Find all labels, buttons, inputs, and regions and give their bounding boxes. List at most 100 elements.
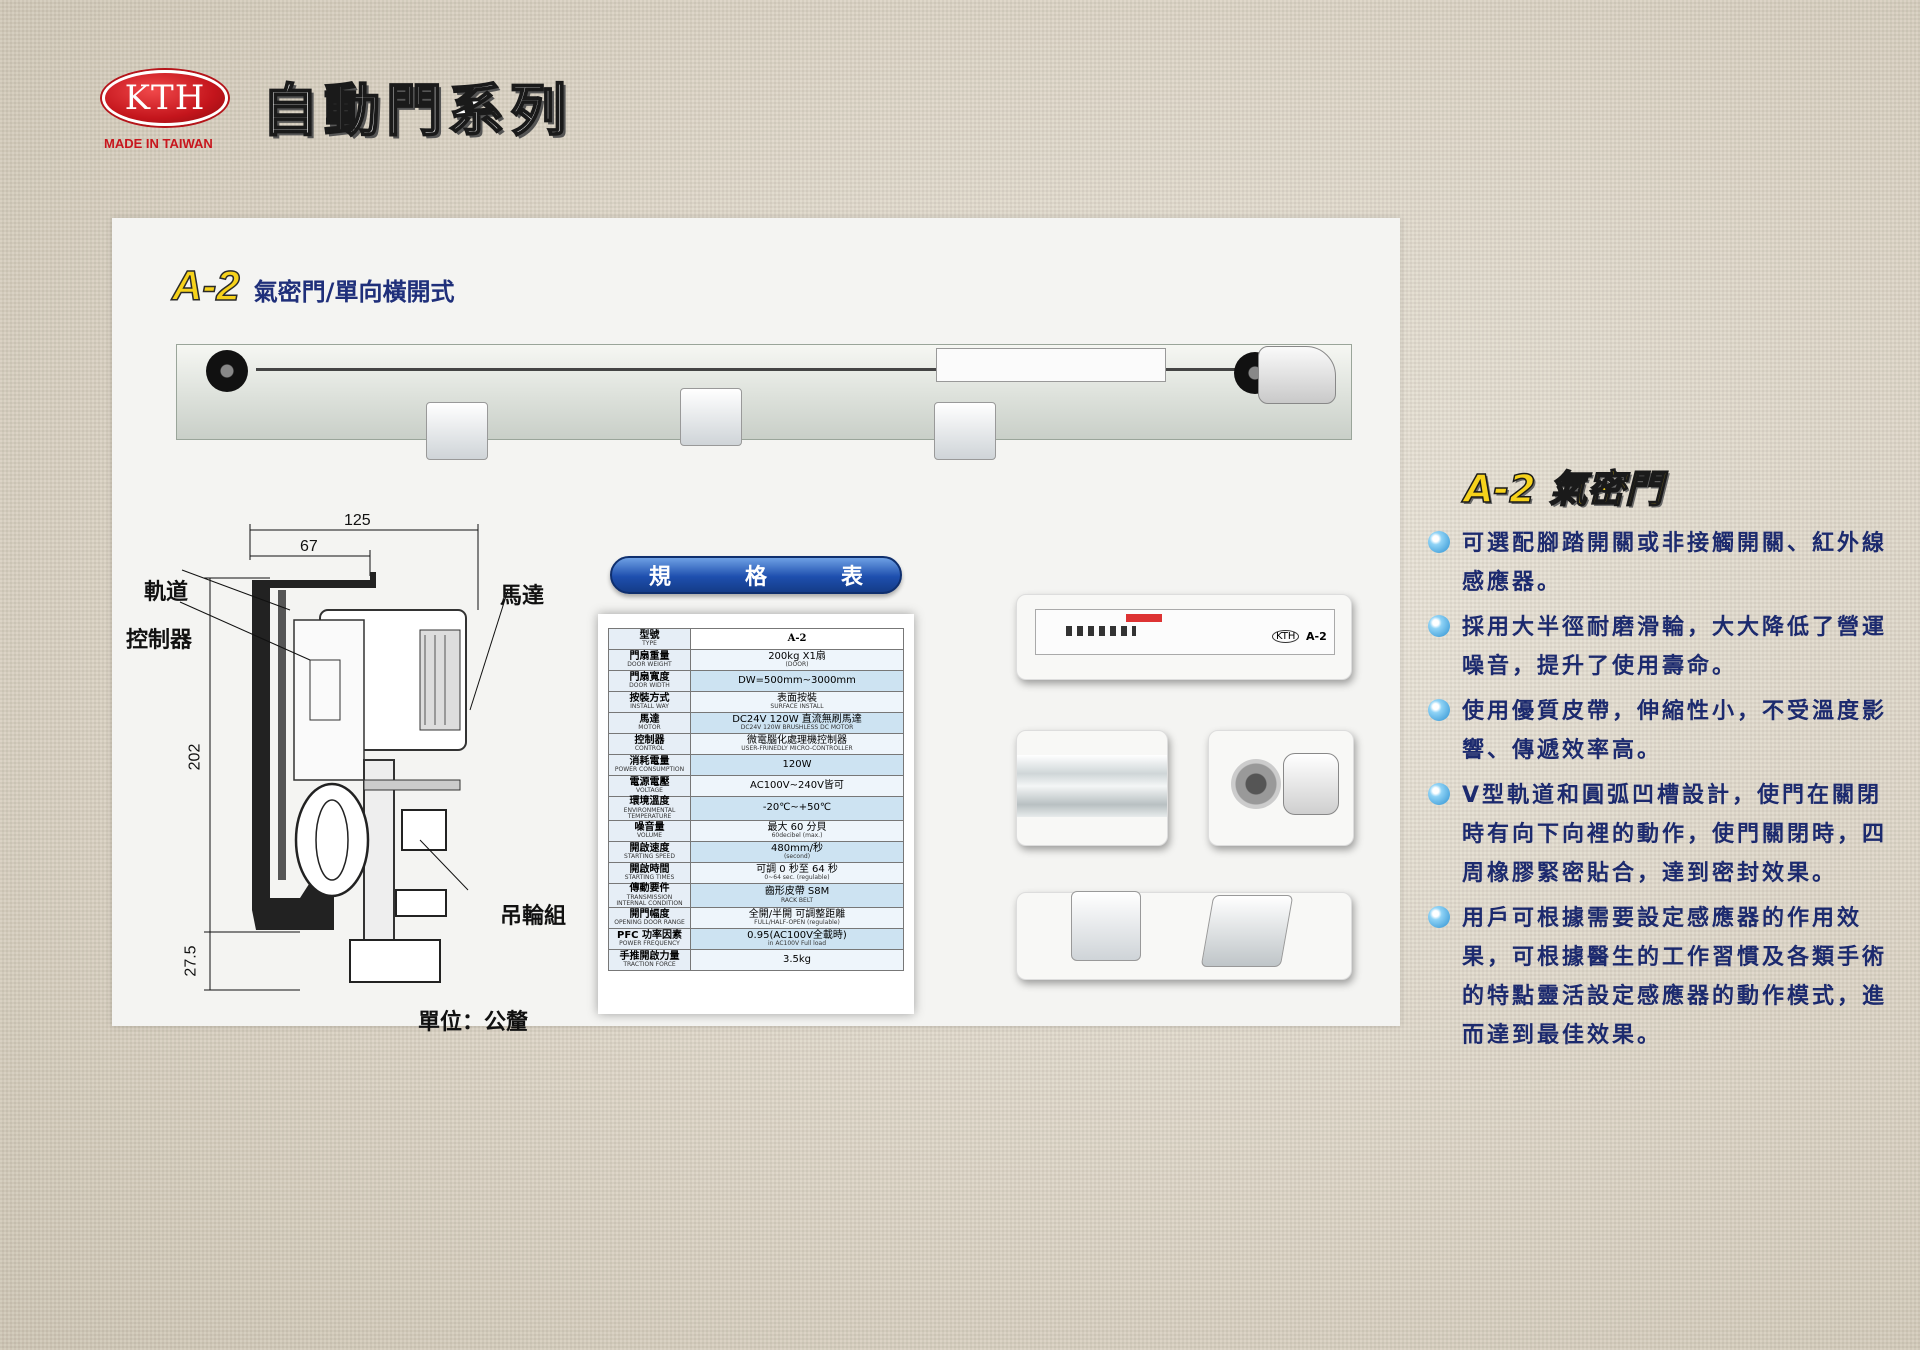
spec-row-value-text: 可調 0 秒至 64 秒 bbox=[756, 863, 838, 875]
spec-row-value-note: DC24V 120W BRUSHLESS DC MOTOR bbox=[740, 724, 854, 732]
drive-belt bbox=[256, 368, 1236, 371]
spec-header-label: 型號 TYPE bbox=[608, 628, 691, 650]
spec-row-label-en: TRANSMISSION INTERNAL CONDITION bbox=[616, 893, 683, 907]
controller-model-label: A-2 bbox=[1306, 630, 1327, 643]
spec-row-value-text: 3.5kg bbox=[782, 953, 812, 965]
spec-row-value-note: (second) bbox=[783, 853, 811, 861]
spec-row-value-text: 480mm/秒 bbox=[771, 842, 823, 854]
spec-row-label-text: 門扇重量 bbox=[629, 650, 670, 662]
dim-width-total: 125 bbox=[344, 512, 371, 529]
spec-row-value-text: AC100V~240V皆可 bbox=[750, 779, 844, 791]
spec-row-label-text: 開啟速度 bbox=[629, 842, 670, 854]
spec-row-value-note: USER-FRINEDLY MICRO-CONTROLLER bbox=[741, 745, 853, 753]
spec-row-value-note: (DOOR) bbox=[785, 661, 809, 669]
feature-text: V型軌道和圓弧凹槽設計，使門在關閉時有向下向裡的動作，使門關閉時，四周橡膠緊密貼… bbox=[1462, 783, 1888, 886]
rail-body bbox=[176, 344, 1352, 440]
spec-row-label-en: POWER FREQUENCY bbox=[619, 940, 680, 948]
spec-row-label-text: 環境溫度 bbox=[629, 796, 670, 807]
model-tag: A-2 氣密門/單向橫開式 bbox=[171, 261, 454, 310]
spec-row-label-en: TRACTION FORCE bbox=[623, 961, 676, 969]
spec-row-value: 3.5kg bbox=[690, 949, 904, 972]
spec-header-row: 型號 TYPE A-2 bbox=[608, 628, 904, 650]
dim-width-inner: 67 bbox=[300, 538, 318, 555]
feature-item: 採用大半徑耐磨滑輪，大大降低了營運噪音，提升了使用壽命。 bbox=[1428, 608, 1898, 686]
dim-height-bottom: 27.5 bbox=[182, 945, 200, 977]
spec-row-label-text: 傳動要件 bbox=[629, 883, 670, 895]
feature-item: 可選配腳踏開關或非接觸開關、紅外線感應器。 bbox=[1428, 524, 1898, 602]
spec-row-label-en: VOLUME bbox=[636, 832, 663, 840]
label-controller: 控制器 bbox=[126, 628, 193, 653]
spec-header-label-en: TYPE bbox=[642, 640, 657, 648]
hanger-photo bbox=[1016, 891, 1352, 980]
spec-header-label-text: 型號 bbox=[639, 629, 660, 641]
cross-section-svg bbox=[179, 524, 509, 991]
bullet-icon bbox=[1428, 531, 1450, 553]
kth-logo: KTH bbox=[102, 70, 232, 132]
spec-row-label-text: 手推開啟力量 bbox=[619, 950, 680, 962]
motor-housing-icon bbox=[1283, 753, 1339, 815]
spec-row-value-note: FULL/HALF-OPEN (regulable) bbox=[754, 919, 840, 927]
idler-pulley-icon bbox=[206, 350, 248, 392]
spec-row-value-text: -20℃~+50℃ bbox=[762, 802, 832, 814]
spec-row-value-text: 0.95(AC100V全載時) bbox=[747, 929, 847, 941]
spec-row-label-en: MOTOR bbox=[638, 724, 661, 732]
spec-title-char-2: 格 bbox=[744, 565, 767, 590]
spec-row-label-en: OPENING DOOR RANGE bbox=[614, 919, 685, 927]
bullet-icon bbox=[1428, 906, 1450, 928]
track-photo bbox=[1016, 730, 1168, 846]
spec-row-value-text: 全開/半開 可調整距離 bbox=[748, 908, 846, 920]
feature-item: V型軌道和圓弧凹槽設計，使門在關閉時有向下向裡的動作，使門關閉時，四周橡膠緊密貼… bbox=[1428, 776, 1898, 893]
hanger-bracket-icon bbox=[680, 388, 742, 446]
label-hanger: 吊輪組 bbox=[500, 904, 567, 929]
spec-row-label-en: ENVIRONMENTAL TEMPERATURE bbox=[623, 806, 676, 820]
spec-row-label-en: VOLTAGE bbox=[636, 787, 663, 795]
spec-row-label-en: STARTING TIMES bbox=[624, 874, 675, 882]
motor-unit bbox=[1258, 346, 1336, 404]
feature-text: 可選配腳踏開關或非接觸開關、紅外線感應器。 bbox=[1462, 531, 1888, 595]
spec-row-label-text: PFC 功率因素 bbox=[617, 929, 682, 941]
spec-row-value-note: 0~64 sec. (regulable) bbox=[764, 874, 830, 882]
spec-row-value-note: RACK BELT bbox=[780, 896, 814, 904]
features-title: A-2 氣密門 bbox=[1463, 466, 1663, 512]
features-list: 可選配腳踏開關或非接觸開關、紅外線感應器。採用大半徑耐磨滑輪，大大降低了營運噪音… bbox=[1428, 524, 1898, 1061]
spec-title-char-3: 表 bbox=[840, 565, 863, 590]
made-in-label: MADE IN TAIWAN bbox=[104, 136, 213, 151]
controller-board-image: KTH A-2 bbox=[1035, 609, 1335, 655]
operator-rail-image bbox=[176, 340, 1352, 460]
spec-row-value: 120W bbox=[690, 754, 904, 776]
spec-row-value-text: 表面按裝 bbox=[777, 692, 817, 704]
spec-title-char-1: 規 bbox=[648, 565, 671, 590]
cross-section-drawing: 125 67 202 27.5 軌道 控制器 馬達 吊輪組 bbox=[120, 510, 580, 1030]
spec-row-value: DW=500mm~3000mm bbox=[690, 670, 904, 692]
unit-label: 單位：公釐 bbox=[418, 1010, 529, 1035]
controller-photo: KTH A-2 bbox=[1016, 594, 1352, 680]
controller-red-connector-icon bbox=[1126, 614, 1162, 622]
spec-row-label-text: 開門幅度 bbox=[629, 908, 670, 920]
hanger-wheel-front-icon bbox=[1071, 891, 1141, 961]
spec-row-label-text: 控制器 bbox=[634, 734, 665, 746]
feature-text: 用戶可根據需要設定感應器的作用效果，可根據醫生的工作習慣及各類手術的特點靈活設定… bbox=[1462, 906, 1888, 1048]
